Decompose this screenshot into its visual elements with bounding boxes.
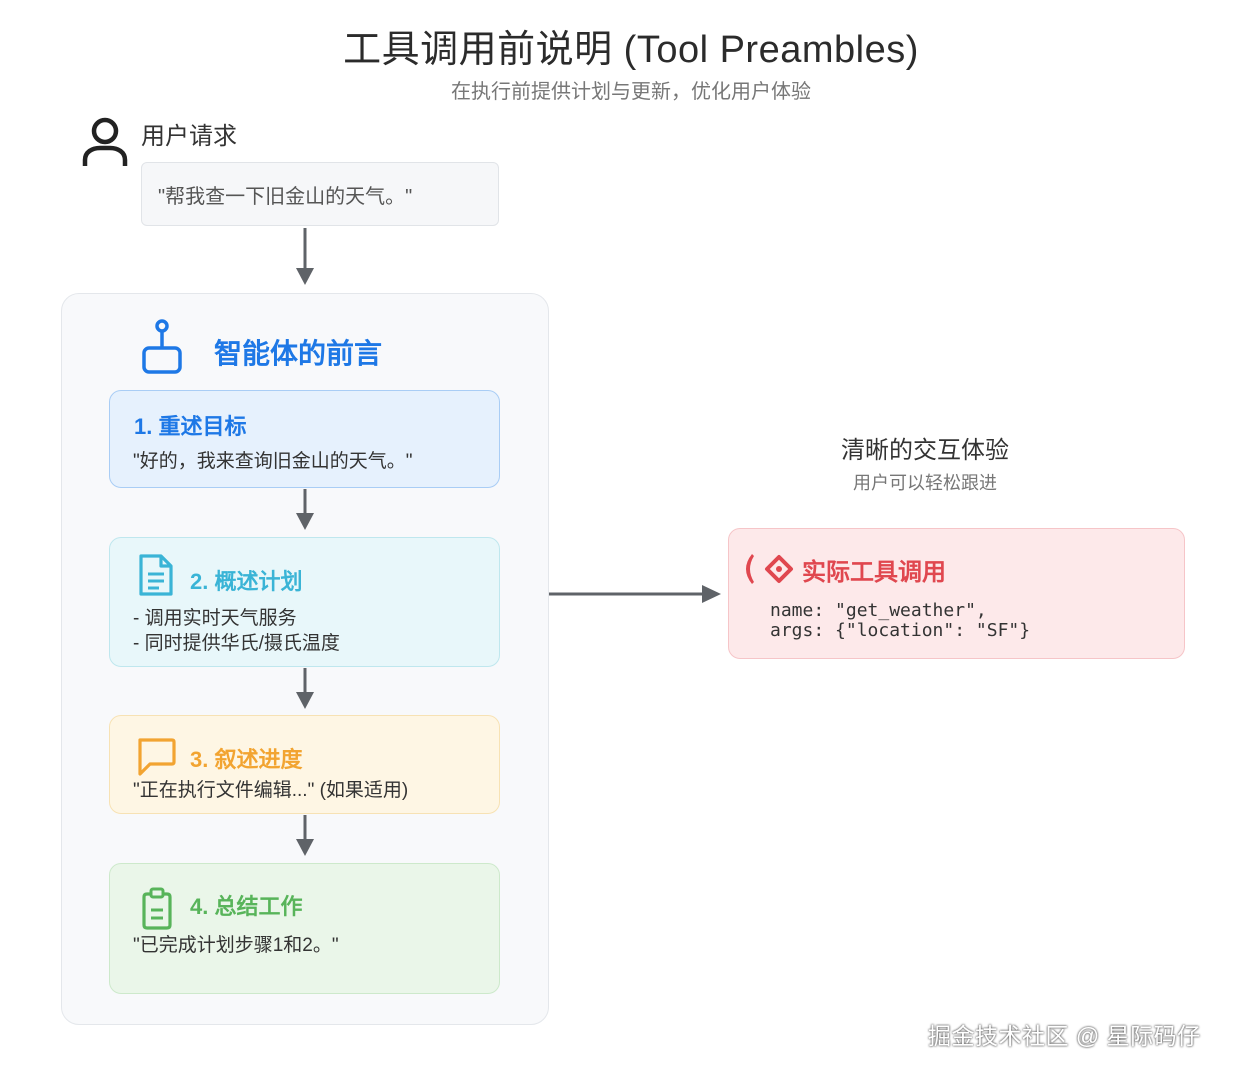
tool-diamond-icon (746, 554, 793, 584)
page-subtitle: 在执行前提供计划与更新，优化用户体验 (451, 81, 811, 103)
arrow-down-2 (296, 668, 314, 709)
tool-call-code-line-2: args: {"location": "SF"} (770, 620, 1031, 641)
step-1-title: 1. 重述目标 (134, 414, 247, 439)
clipboard-icon (142, 887, 172, 930)
tool-call-box (728, 528, 1185, 659)
watermark: 掘金技术社区 @ 星际码仔 (928, 1023, 1201, 1049)
step-2-title: 2. 概述计划 (190, 569, 303, 594)
user-request-label: 用户请求 (141, 123, 237, 150)
robot-icon (142, 319, 182, 374)
arrow-down-user (296, 228, 314, 285)
agent-title: 智能体的前言 (214, 338, 383, 369)
experience-title: 清晰的交互体验 (841, 437, 1009, 464)
user-request-box: "帮我查一下旧金山的天气。" (141, 162, 499, 226)
tool-call-title: 实际工具调用 (802, 559, 946, 586)
step-restate-goal (109, 390, 500, 488)
step-3-title: 3. 叙述进度 (190, 747, 303, 772)
arrow-down-1 (296, 489, 314, 530)
step-4-title: 4. 总结工作 (190, 894, 303, 919)
step-summarize-work (109, 863, 500, 994)
step-1-text: "好的，我来查询旧金山的天气。" (133, 451, 413, 472)
step-2-line-2: - 同时提供华氏/摄氏温度 (133, 633, 340, 654)
experience-subtitle: 用户可以轻松跟进 (853, 473, 997, 493)
step-4-text: "已完成计划步骤1和2。" (133, 935, 339, 956)
user-icon (82, 117, 128, 166)
chat-bubble-icon (138, 738, 176, 776)
step-2-line-1: - 调用实时天气服务 (133, 608, 297, 629)
arrow-down-3 (296, 815, 314, 856)
step-3-text: "正在执行文件编辑..." (如果适用) (133, 780, 409, 801)
tool-call-code-line-1: name: "get_weather", (770, 600, 987, 621)
step-outline-plan (109, 537, 500, 667)
document-icon (139, 554, 173, 596)
arrow-right-to-tool (549, 585, 721, 603)
page-title: 工具调用前说明 (Tool Preambles) (343, 29, 919, 71)
